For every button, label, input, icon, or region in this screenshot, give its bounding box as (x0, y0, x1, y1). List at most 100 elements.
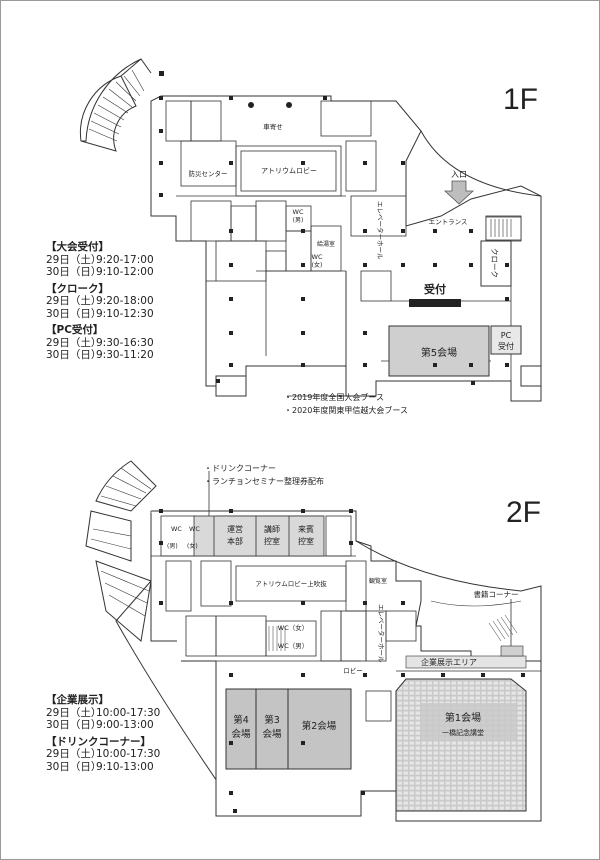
label-book-corner: 書籍コーナー (474, 589, 519, 599)
schedule-row: 30日（日）9:10-13:00 (46, 761, 160, 774)
floor1-schedule: 【大会受付】 29日（土）9:20-17:00 30日（日）9:10-12:00… (46, 241, 154, 362)
floor2-schedule: 【企業展示】 29日（土）10:00-17:30 30日（日）9:00-13:0… (46, 694, 160, 773)
schedule-time: 9:10-12:30 (96, 307, 154, 320)
label-kyutou: 給湯室 (317, 240, 335, 248)
hall5-block (388, 325, 490, 377)
label-wc-left-sub: (男) (167, 543, 178, 550)
label-elevator-hall-2f: エレベーターホール (377, 604, 386, 663)
label-entrance: エントランス (429, 218, 468, 226)
label-pc-sub: 受付 (498, 341, 514, 351)
schedule-day: 29日（土） (46, 706, 102, 719)
booth-2020: ・2020年度関東甲信越大会ブース (284, 405, 408, 415)
schedule-day: 29日（土） (46, 748, 102, 760)
expo-area-band (405, 655, 527, 669)
entrance-arrow-icon (443, 180, 475, 205)
hall1-block (395, 678, 527, 812)
label-raihin-2: 控室 (298, 536, 314, 546)
label-kuruma-yose: 車寄せ (263, 122, 283, 131)
schedule-title: 【大会受付】 (46, 241, 109, 253)
label-expo-area: 企業展示エリア (421, 657, 477, 667)
label-wc-right: WC (189, 525, 200, 533)
label-pc: PC (501, 331, 512, 340)
label-lobby: ロビー (343, 666, 363, 675)
label-hall1: 第1会場 (445, 711, 481, 724)
schedule-day: 29日（土） (46, 295, 102, 307)
schedule-block: 【大会受付】 29日（土）9:20-17:00 30日（日）9:10-12:00 (46, 241, 154, 279)
schedule-title: 【クローク】 (46, 282, 109, 295)
hall4-block (225, 688, 257, 770)
label-atrium-upper: アトリウムロビー上吹抜 (255, 579, 327, 588)
schedule-block: 【ドリンクコーナー】 29日（土）10:00-17:30 30日（日）9:10-… (46, 736, 160, 774)
floor2-labels: ・ドリンクコーナー ・ランチョンセミナー整理券配布 WC (男) WC (女) … (167, 464, 519, 740)
label-wc-male-1f: WC (293, 208, 304, 216)
note-luncheon: ・ランチョンセミナー整理券配布 (204, 476, 324, 486)
schedule-row: 29日（土）9:30-16:30 (46, 337, 154, 350)
pc-reception-block (490, 325, 522, 355)
label-atrium-lobby: アトリウムロビー (261, 166, 317, 175)
label-hall4-1: 第4 (233, 714, 249, 726)
floor1-spiral-ramp (79, 58, 152, 152)
floor1-entrance-curve (420, 130, 542, 197)
schedule-time: 10:00-17:30 (96, 748, 161, 760)
book-corner-block (500, 645, 524, 657)
hall2-block (287, 688, 352, 770)
floor1-label: 1F (503, 83, 539, 116)
schedule-row: 29日（土）10:00-17:30 (46, 748, 160, 761)
schedule-day: 30日（日） (46, 719, 102, 731)
schedule-day: 30日（日） (46, 307, 102, 320)
floor1-plan (79, 58, 542, 402)
label-wc-f-2f: WC（女） (278, 623, 308, 632)
floor1-columns (159, 71, 509, 385)
schedule-day: 30日（日） (46, 266, 102, 278)
label-wc-left: WC (171, 525, 182, 533)
schedule-time: 9:10-13:00 (96, 760, 154, 773)
label-koshi-1: 講師 (264, 524, 280, 534)
schedule-title: 【ドリンクコーナー】 (46, 735, 151, 748)
schedule-time: 10:00-17:30 (96, 706, 161, 719)
schedule-day: 29日（土） (46, 253, 102, 266)
floor1-highlights (388, 216, 522, 377)
floor2-columns (159, 509, 525, 813)
reception-desk (409, 299, 461, 307)
label-wc-male-1f-sub: (男) (293, 217, 304, 224)
schedule-block: 【企業展示】 29日（土）10:00-17:30 30日（日）9:00-13:0… (46, 694, 160, 732)
label-unei-2: 本部 (227, 536, 243, 546)
label-wc-m-2f: WC（男） (278, 642, 308, 650)
label-hall3-1: 第3 (264, 714, 280, 726)
label-unei-1: 運営 (227, 524, 243, 534)
label-koshi-2: 控室 (264, 536, 280, 546)
schedule-time: 9:30-16:30 (96, 336, 154, 349)
label-hall4-2: 会場 (231, 728, 251, 740)
schedule-title: 【PC受付】 (46, 324, 104, 336)
floor2-right-curve (355, 540, 542, 661)
schedule-block: 【クローク】 29日（土）9:20-18:00 30日（日）9:10-12:30 (46, 283, 154, 321)
label-cloak: クローク (490, 248, 499, 278)
label-kansho: 観覧室 (369, 577, 387, 585)
schedule-time: 9:00-13:00 (96, 719, 154, 731)
office-row-block (193, 515, 325, 557)
schedule-time: 9:30-11:20 (96, 349, 154, 361)
schedule-row: 30日（日）9:30-11:20 (46, 349, 154, 362)
schedule-time: 9:10-12:00 (96, 266, 154, 278)
floor1-outline (150, 95, 542, 402)
floor2-highlights (193, 515, 527, 812)
label-elevator-hall-1f: エレベーターホール (376, 201, 385, 260)
schedule-row: 30日（日）9:10-12:30 (46, 308, 154, 321)
schedule-row: 29日（土）9:20-18:00 (46, 295, 154, 308)
label-bosai-center: 防災センター (189, 169, 228, 178)
label-hall2: 第2会場 (302, 720, 337, 732)
floor2-left-wing (85, 460, 157, 642)
booth-2019: ・2019年度全国大会ブース (284, 392, 384, 402)
schedule-row: 29日（土）9:20-17:00 (46, 254, 154, 267)
label-hall5: 第5会場 (421, 346, 457, 359)
label-wc-female-1f-sub: (女) (312, 261, 323, 269)
schedule-block: 【PC受付】 29日（土）9:30-16:30 30日（日）9:30-11:20 (46, 324, 154, 362)
label-iriguchi: 入口 (451, 170, 467, 179)
schedule-row: 30日（日）9:00-13:00 (46, 719, 160, 732)
label-raihin-1: 来賓 (298, 524, 314, 534)
note-drink-corner: ・ドリンクコーナー (204, 464, 276, 473)
schedule-row: 29日（土）10:00-17:30 (46, 707, 160, 720)
label-wc-female-1f: WC (312, 253, 323, 261)
